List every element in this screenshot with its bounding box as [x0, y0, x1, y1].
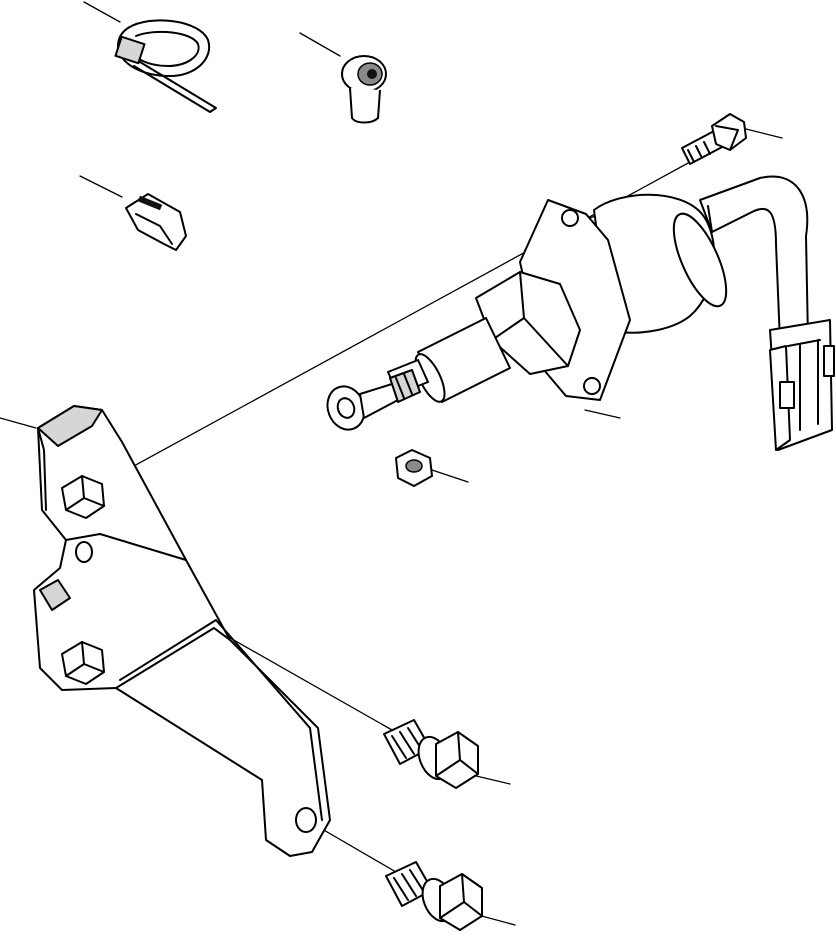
- leader-line: [0, 417, 37, 429]
- leader-line: [584, 409, 621, 419]
- lock-nut: [395, 449, 433, 487]
- leader-line: [83, 1, 121, 23]
- rod-end-joint: [326, 369, 421, 431]
- leader-line: [477, 914, 516, 926]
- flange-bolt-upper: [383, 719, 479, 789]
- solenoid-bracket: [33, 405, 331, 857]
- leader-line: [471, 774, 511, 785]
- rubber-boot: [341, 55, 387, 124]
- wiring-harness-connector: [699, 175, 835, 451]
- mounting-bolt: [681, 113, 747, 165]
- cable-tie: [114, 19, 217, 113]
- stop-solenoid: [387, 193, 728, 403]
- connector-clip: [125, 193, 187, 251]
- leader-line: [431, 469, 469, 483]
- leader-line: [741, 127, 783, 139]
- leader-line: [299, 32, 341, 57]
- leader-line: [79, 175, 123, 198]
- flange-bolt-lower: [385, 861, 483, 931]
- leader-lines: [0, 1, 783, 926]
